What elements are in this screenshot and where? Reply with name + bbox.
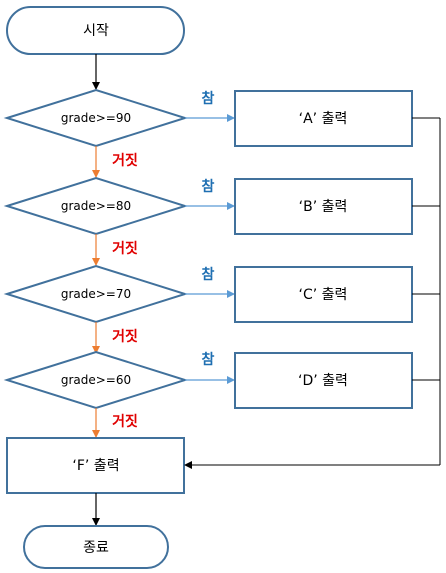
output-f-label: ‘F’ 출력 bbox=[72, 458, 119, 474]
true-label-3: 참 bbox=[202, 267, 215, 283]
output-c-label: ‘C’ 출력 bbox=[299, 287, 348, 303]
output-c-box bbox=[234, 266, 413, 323]
false-label-1: 거짓 bbox=[112, 152, 138, 169]
decision-4-label: grade>=60 bbox=[61, 373, 131, 387]
output-b-label: ‘B’ 출력 bbox=[299, 199, 348, 215]
output-a-label: ‘A’ 출력 bbox=[299, 111, 348, 127]
true-label-1: 참 bbox=[202, 91, 215, 107]
output-d-label: ‘D’ 출력 bbox=[298, 373, 348, 389]
false-label-3: 거짓 bbox=[112, 328, 138, 345]
false-label-2: 거짓 bbox=[112, 240, 138, 257]
decision-2-label: grade>=80 bbox=[61, 199, 131, 213]
output-d-box bbox=[234, 352, 413, 409]
output-f-box bbox=[6, 437, 185, 494]
decision-1-label: grade>=90 bbox=[61, 111, 131, 125]
true-label-2: 참 bbox=[202, 179, 215, 195]
true-label-4: 참 bbox=[202, 352, 215, 368]
false-label-4: 거짓 bbox=[112, 413, 138, 430]
decision-3-label: grade>=70 bbox=[61, 287, 131, 301]
end-node bbox=[23, 525, 169, 569]
end-label: 종료 bbox=[83, 540, 109, 556]
start-label: 시작 bbox=[83, 23, 109, 39]
